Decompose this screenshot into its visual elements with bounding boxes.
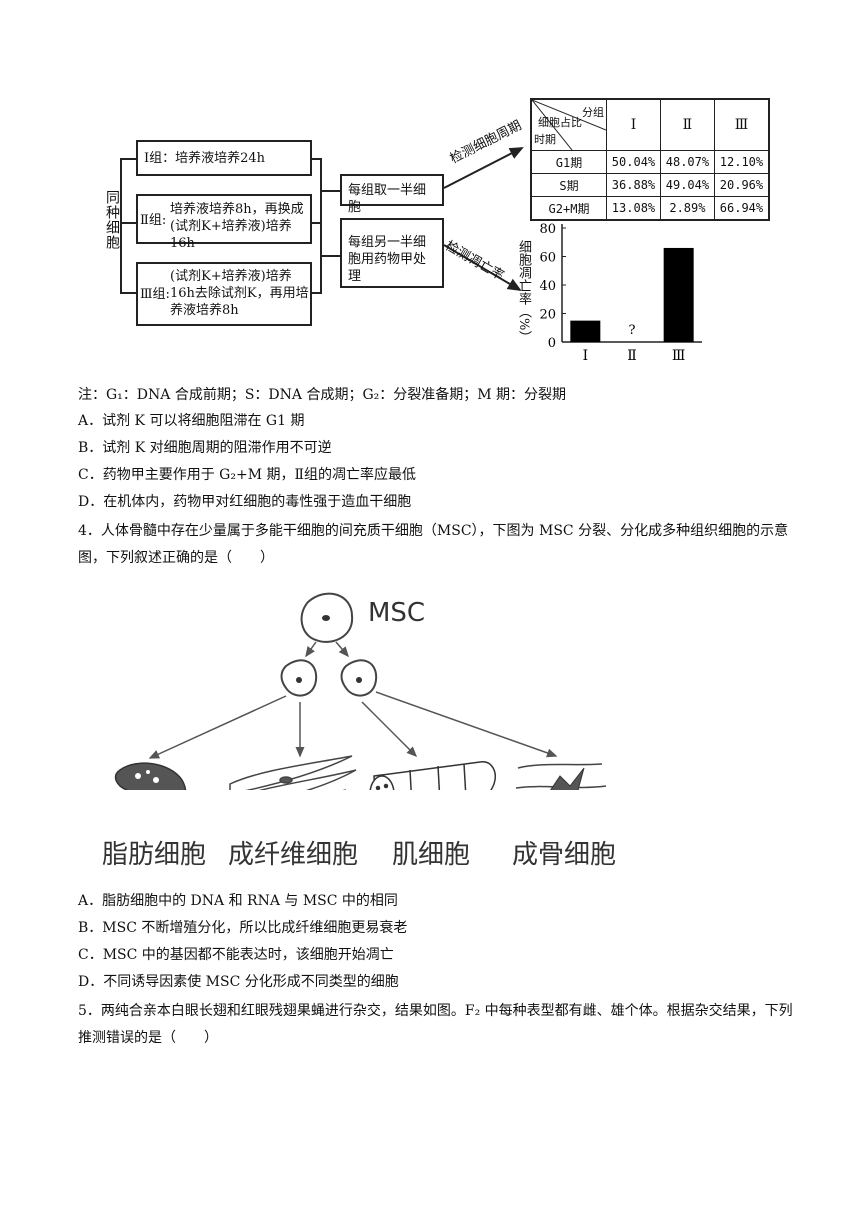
- cell-label-bone: 成骨细胞: [512, 840, 617, 870]
- table-row: G1期 50.04% 48.07% 12.10%: [530, 150, 770, 174]
- table-row: G2+M期 13.08% 2.89% 66.94%: [530, 196, 770, 221]
- flow-arrows: [443, 147, 524, 292]
- apoptosis-bar-chart: 0 20 40 60 80Ⅰ? Ⅱ Ⅲ: [539, 222, 702, 364]
- half2-box: 每组另一半细胞用药物甲处理: [340, 218, 444, 288]
- fat-cell-shape: [114, 762, 187, 790]
- half1-box: 每组取一半细胞: [340, 174, 444, 215]
- q4-option-b: B．MSC 不断增殖分化，所以比成纤维细胞更易衰老: [78, 920, 408, 936]
- q4-option-d: D．不同诱导因素使 MSC 分化形成不同类型的细胞: [78, 974, 399, 990]
- q4-option-a: A．脂肪细胞中的 DNA 和 RNA 与 MSC 中的相同: [78, 893, 398, 909]
- arrow-to-table: [443, 147, 524, 189]
- y-tick-label: 80: [539, 222, 556, 237]
- table-row: S期 36.88% 49.04% 20.96%: [530, 173, 770, 197]
- q3-option-b: B．试剂 K 对细胞周期的阻滞作用不可逆: [78, 440, 332, 456]
- q4-stem: 4．人体骨髓中存在少量属于多能干细胞的间充质干细胞（MSC），下图为 MSC 分…: [78, 523, 789, 566]
- q3-option-a: A．试剂 K 可以将细胞阻滞在 G1 期: [78, 413, 305, 429]
- q3-option-d: D．在机体内，药物甲对红细胞的毒性强于造血干细胞: [78, 494, 412, 510]
- chart-ylabel: 细胞凋亡率（%）: [516, 240, 531, 344]
- group1-box: Ⅰ组：培养液培养24h: [136, 140, 312, 176]
- cell-label-fibroblast: 成纤维细胞: [228, 840, 359, 870]
- arrow-to-chart: [443, 244, 522, 292]
- msc-label: MSC: [368, 598, 426, 628]
- x-tick-label: Ⅲ: [672, 348, 686, 364]
- group3-box: Ⅲ组: (试剂K+培养液)培养16h去除试剂K，再用培养液培养8h: [136, 262, 312, 326]
- cell-cycle-table: 分组 细胞占比 时期 Ⅰ Ⅱ Ⅲ G1期 50.04% 48.07% 12.10…: [530, 98, 770, 221]
- table-col-2: Ⅱ: [659, 98, 715, 151]
- group2-box: Ⅱ组: 培养液培养8h，再换成(试剂K+培养液)培养16h: [136, 194, 312, 251]
- y-tick-label: 20: [539, 308, 556, 323]
- fibroblast-shape: [229, 755, 357, 790]
- muscle-cell-shape: [369, 761, 496, 790]
- bar-unknown-marker: ?: [629, 323, 636, 338]
- same-cell-label: 同种细胞: [104, 190, 120, 250]
- table-col-3: Ⅲ: [713, 98, 770, 151]
- y-tick-label: 60: [539, 251, 556, 266]
- q3-note: 注：G₁：DNA 合成前期；S：DNA 合成期；G₂：分裂准备期；M 期：分裂期: [78, 387, 567, 403]
- y-tick-label: 0: [548, 336, 556, 351]
- table-corner: 分组 细胞占比 时期: [530, 98, 607, 151]
- cell-label-fat: 脂肪细胞: [102, 840, 207, 870]
- cell-label-muscle: 肌细胞: [392, 840, 471, 870]
- x-tick-label: Ⅱ: [627, 348, 637, 364]
- table-col-1: Ⅰ: [606, 98, 661, 151]
- q3-option-c: C．药物甲主要作用于 G₂+M 期，Ⅱ组的凋亡率应最低: [78, 467, 416, 483]
- q5-stem: 5．两纯合亲本白眼长翅和红眼残翅果蝇进行杂交，结果如图。F₂ 中每种表型都有雌、…: [78, 1003, 793, 1046]
- osteocyte-shape: [515, 763, 607, 790]
- q4-option-c: C．MSC 中的基因都不能表达时，该细胞开始凋亡: [78, 947, 394, 963]
- bar-1: [570, 320, 601, 342]
- msc-diagram-art: [114, 592, 607, 790]
- bar-3: [663, 247, 694, 342]
- x-tick-label: Ⅰ: [583, 348, 589, 364]
- y-tick-label: 40: [539, 279, 556, 294]
